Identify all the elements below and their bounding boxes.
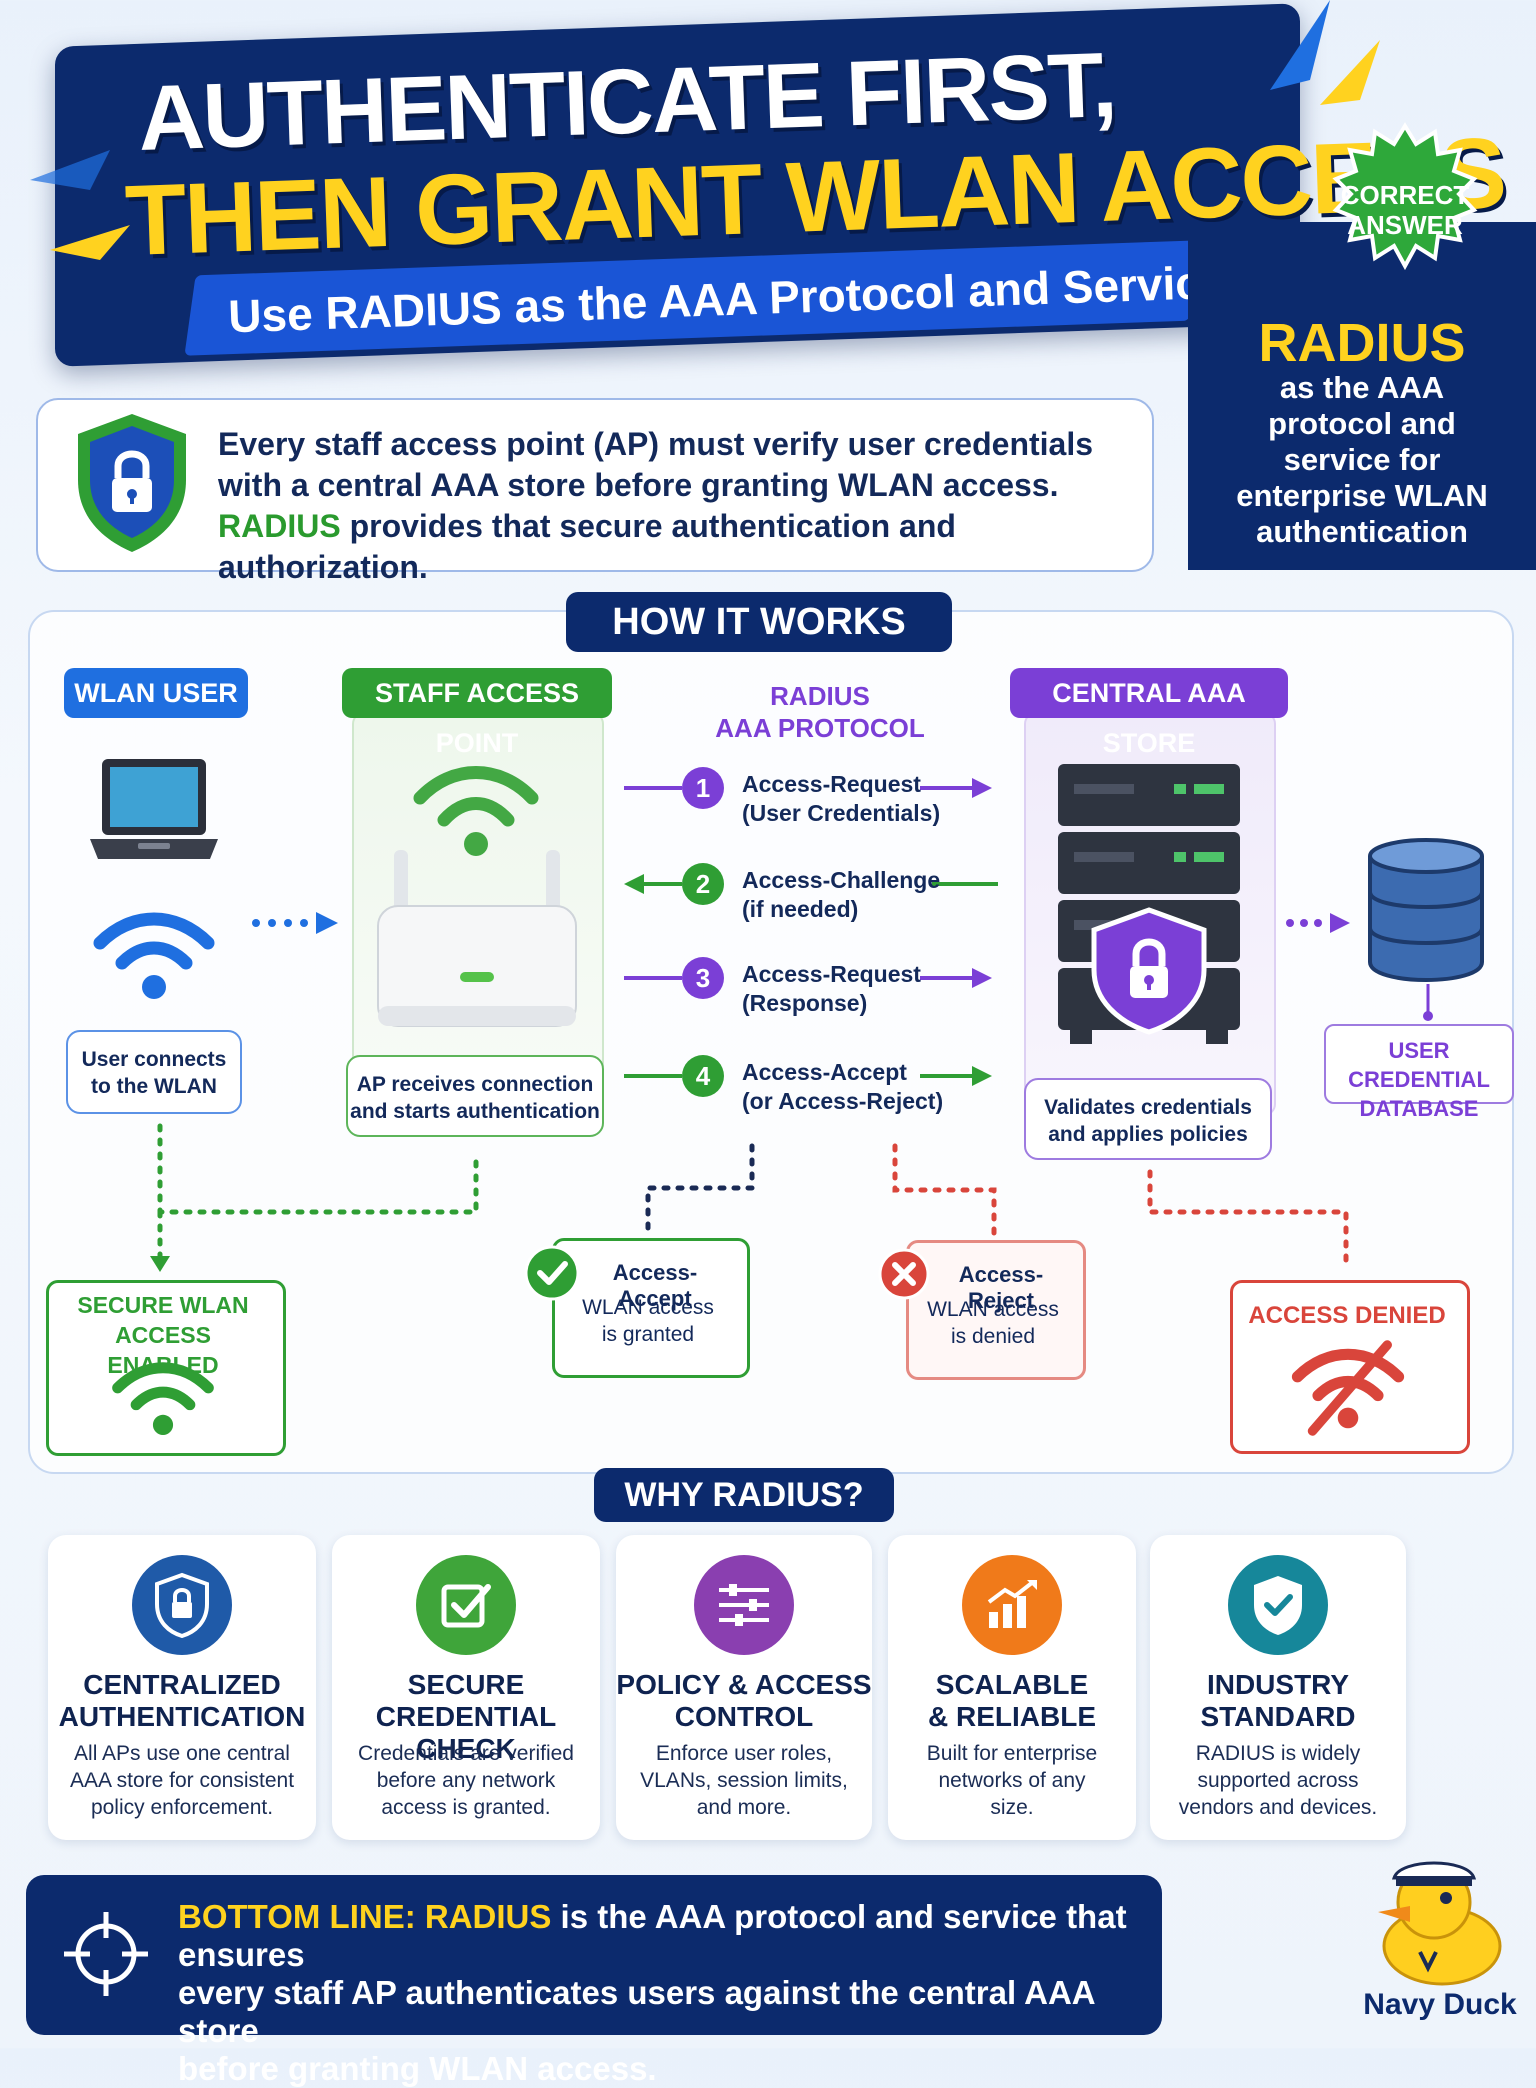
- wlan-user-tag: WLAN USER: [64, 668, 248, 718]
- step-3-text: Access-Request(Response): [742, 961, 921, 1016]
- access-denied-label: ACCESS DENIED: [1248, 1302, 1446, 1329]
- correct-answer-text: CORRECT ANSWER: [1340, 180, 1470, 240]
- step-4-number: 4: [682, 1055, 724, 1097]
- flow-connectors: [150, 1123, 1349, 1272]
- correct-answer-badge: [1332, 122, 1478, 271]
- bottom-line-text: BOTTOM LINE: RADIUS is the AAA protocol …: [178, 1898, 1127, 2087]
- step-1-text: Access-Request(User Credentials): [742, 771, 941, 826]
- central-aaa-store-tag: CENTRAL AAA STORE: [1010, 668, 1288, 758]
- access-reject-box: [906, 1240, 1086, 1380]
- shield-lock-icon: [132, 1555, 232, 1655]
- denied-wifi-icon: [1291, 1340, 1405, 1436]
- answer-panel: [1188, 222, 1536, 570]
- checkbox-icon: [416, 1555, 516, 1655]
- shield-check-icon: [1228, 1555, 1328, 1655]
- intro-text: Every staff access point (AP) must verif…: [218, 426, 1094, 585]
- sliders-icon: [694, 1555, 794, 1655]
- step-2-text: Access-Challenge(if needed): [742, 867, 941, 922]
- mascot-name: Navy Duck: [1363, 1988, 1517, 2021]
- answer-radius: RADIUS: [1258, 313, 1466, 373]
- step-3-number: 3: [682, 957, 724, 999]
- x-icon: [878, 1248, 930, 1300]
- growth-chart-icon: [962, 1555, 1062, 1655]
- secure-wifi-icon: [112, 1362, 214, 1435]
- access-point-device-icon: [377, 850, 577, 1027]
- laptop-icon: [90, 759, 218, 859]
- user-to-ap-arrow: [252, 912, 338, 934]
- shield-lock-icon: [78, 414, 186, 552]
- banner-accent-shapes: [30, 150, 130, 260]
- database-icon: [1368, 838, 1484, 982]
- access-reject-title: Access-Reject: [958, 1262, 1044, 1313]
- staff-ap-tag: STAFF ACCESS POINT: [342, 668, 612, 758]
- crosshair-icon: [64, 1912, 148, 1996]
- ap-wifi-icon: [413, 766, 539, 856]
- how-it-works-title: HOW IT WORKS: [566, 592, 952, 652]
- server-rack-icon: [1058, 764, 1240, 1044]
- step-1-number: 1: [682, 767, 724, 809]
- radius-step-arrows: [624, 778, 998, 1086]
- bottom-radius: RADIUS: [424, 1898, 552, 1935]
- store-to-db-arrow: [1286, 913, 1350, 933]
- step-4-text: Access-Accept(or Access-Reject): [742, 1059, 944, 1114]
- why-radius-title: WHY RADIUS?: [594, 1468, 894, 1522]
- access-accept-box: [552, 1238, 750, 1378]
- corner-accent-shapes: [1270, 0, 1380, 105]
- intro-radius: RADIUS: [218, 508, 341, 544]
- intro-box: [36, 398, 1154, 572]
- bottom-line-banner: [26, 1875, 1162, 2035]
- navy-duck-mascot: [1378, 1861, 1502, 1986]
- db-connector: [1423, 984, 1433, 1021]
- access-accept-title: Access-Accept: [612, 1260, 698, 1311]
- wifi-icon: [93, 912, 215, 999]
- check-icon: [524, 1245, 580, 1301]
- answer-description: as the AAA protocol and service for ente…: [1236, 370, 1488, 549]
- step-2-number: 2: [682, 863, 724, 905]
